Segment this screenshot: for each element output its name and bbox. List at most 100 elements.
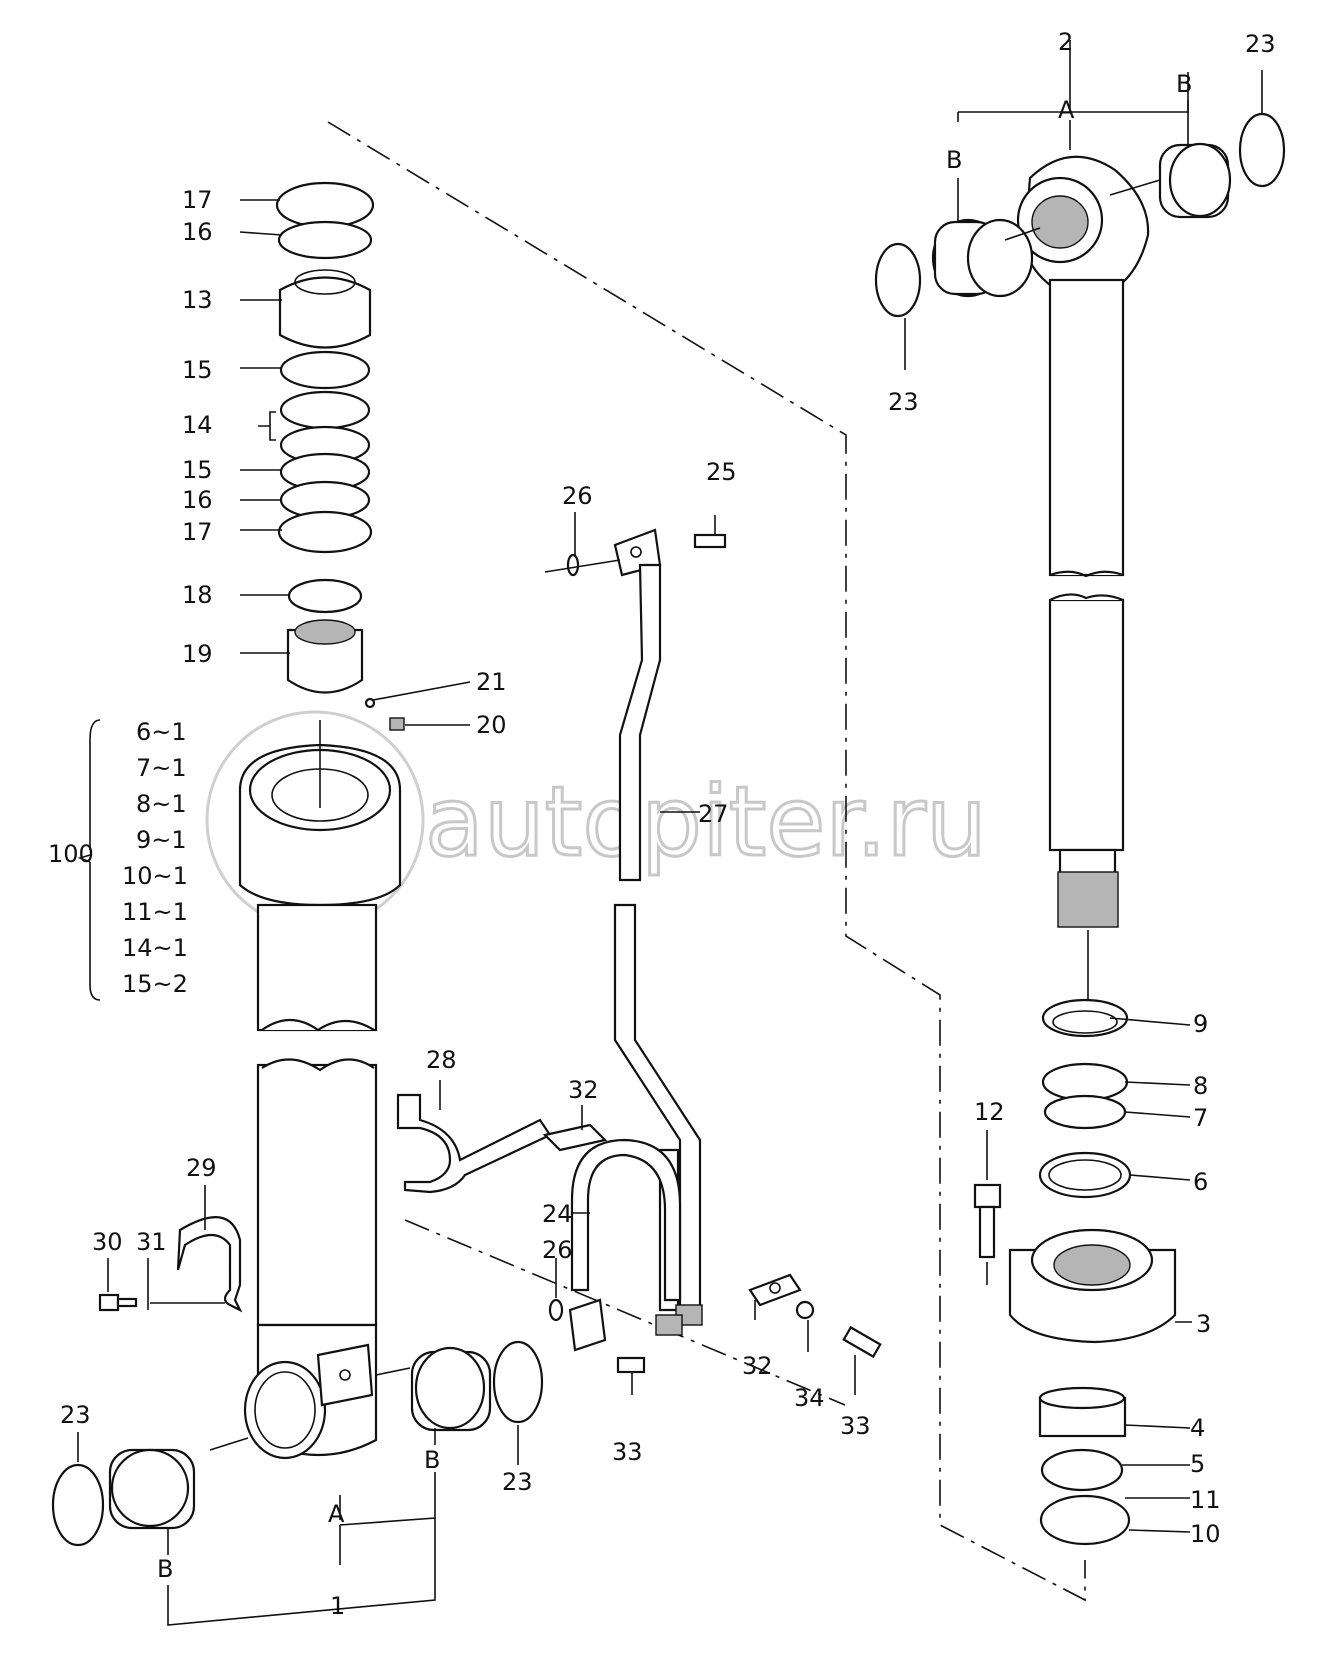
assembly-phantom-line	[327, 121, 1086, 1602]
label-15: 15	[182, 356, 213, 384]
label-17: 17	[182, 518, 213, 546]
clamp-assembly	[98, 1080, 882, 1395]
nut-19	[286, 628, 364, 694]
label-10: 10	[1190, 1520, 1221, 1548]
pipe-flange	[316, 1343, 374, 1407]
oring-26-bottom	[548, 1298, 564, 1322]
label-5: 5	[1190, 1450, 1205, 1478]
pipe-phantom-line	[404, 1219, 846, 1406]
ring-17-bottom	[277, 510, 373, 554]
label-A: A	[328, 1500, 345, 1528]
label-2: 2	[1058, 28, 1073, 56]
label-23: 23	[502, 1468, 533, 1496]
label-33: 33	[612, 1438, 643, 1466]
ring-23-left	[874, 242, 922, 318]
label-B: B	[157, 1555, 173, 1583]
watermark: autopiter.ru	[205, 710, 988, 930]
label-9: 9	[1193, 1010, 1208, 1038]
pipe-24-flange	[568, 1298, 607, 1352]
label-kit-8: 8~1	[136, 790, 187, 818]
ring-23-bottom-right	[492, 1340, 544, 1424]
label-20: 20	[476, 711, 507, 739]
label-13: 13	[182, 286, 213, 314]
label-7: 7	[1193, 1104, 1208, 1132]
screw-20	[389, 717, 405, 731]
label-15: 15	[182, 456, 213, 484]
clamp-32-top	[542, 1123, 608, 1152]
label-30: 30	[92, 1228, 123, 1256]
cylinder-head-assembly	[973, 998, 1192, 1546]
label-26: 26	[562, 482, 593, 510]
bolt-25	[693, 533, 727, 549]
label-B: B	[424, 1446, 440, 1474]
ring-7	[1043, 1094, 1127, 1130]
label-32: 32	[568, 1076, 599, 1104]
label-B: B	[946, 146, 962, 174]
rod-thread	[1057, 871, 1119, 928]
label-23: 23	[1245, 30, 1276, 58]
label-kit-14: 14~1	[122, 934, 188, 962]
part-labels: 2 23 A B B 23 17 16 13 15 14 15 16 17 18…	[48, 28, 1276, 1620]
label-32: 32	[742, 1352, 773, 1380]
clamp-29	[176, 1216, 243, 1313]
label-24: 24	[542, 1200, 573, 1228]
bolt-33-right	[842, 1325, 882, 1359]
cylinder-tube	[77, 719, 402, 1460]
ring-18	[287, 578, 363, 614]
bushing-bottom-right	[410, 1346, 492, 1432]
label-17: 17	[182, 186, 213, 214]
label-1: 1	[330, 1592, 345, 1620]
label-23: 23	[888, 388, 919, 416]
label-kit-15: 15~2	[122, 970, 188, 998]
clamp-28	[396, 1093, 552, 1194]
label-18: 18	[182, 581, 213, 609]
label-A: A	[1058, 96, 1075, 124]
tube-bushings	[51, 1340, 544, 1626]
pipe-27-upper	[618, 563, 662, 882]
label-kit-7: 7~1	[136, 754, 187, 782]
label-26: 26	[542, 1236, 573, 1264]
pipe-assembly	[544, 512, 727, 1374]
label-3: 3	[1196, 1310, 1211, 1338]
ring-23-right	[1238, 112, 1286, 188]
bushing-top-right	[1158, 142, 1232, 219]
ring-15-top	[279, 350, 371, 390]
label-kit-6: 6~1	[136, 718, 187, 746]
label-25: 25	[706, 458, 737, 486]
pipe-27-lower	[613, 903, 702, 1312]
seal-9	[1041, 998, 1129, 1038]
ring-16-top	[277, 220, 373, 260]
label-34: 34	[794, 1384, 825, 1412]
ring-10	[1039, 1494, 1131, 1546]
oring-26-top	[566, 553, 580, 577]
label-100: 100	[48, 840, 94, 868]
tube-upper	[256, 903, 378, 1032]
ring-5	[1040, 1448, 1124, 1492]
label-kit-11: 11~1	[122, 898, 188, 926]
label-28: 28	[426, 1046, 457, 1074]
clamp-32-bottom	[748, 1273, 802, 1307]
label-19: 19	[182, 640, 213, 668]
label-6: 6	[1193, 1168, 1208, 1196]
label-8: 8	[1193, 1072, 1208, 1100]
label-14: 14	[182, 411, 213, 439]
label-23: 23	[60, 1401, 91, 1429]
label-33: 33	[840, 1412, 871, 1440]
piston-rod-lower	[1048, 598, 1125, 852]
bolt-12-head	[973, 1183, 1002, 1209]
label-27: 27	[698, 800, 729, 828]
label-kit-10: 10~1	[122, 862, 188, 890]
label-16: 16	[182, 218, 213, 246]
bolt-30	[98, 1293, 120, 1312]
watermark-text: autopiter.ru	[425, 766, 987, 878]
ball-21	[364, 697, 376, 709]
bushing-top-left	[931, 218, 1034, 298]
ring-8	[1041, 1062, 1129, 1102]
ring-17-top	[275, 181, 375, 229]
rod-assembly	[874, 40, 1286, 1000]
piston-rod-upper	[1048, 278, 1125, 577]
label-4: 4	[1190, 1414, 1205, 1442]
ring-23-bottom-left	[51, 1463, 105, 1547]
